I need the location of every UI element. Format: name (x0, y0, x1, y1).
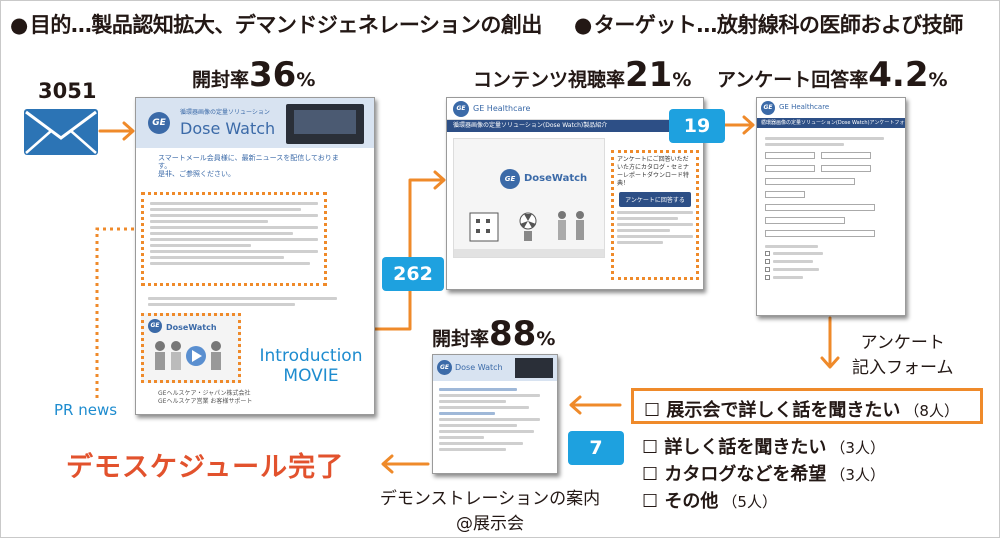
newsletter-screenshot: GE 循環器画像の定量ソリューション Dose Watch スマートメール会員様… (135, 97, 375, 415)
newsletter-intro-1: スマートメール会員様に、最新ニュースを配信しております。 (158, 154, 339, 170)
badge-viewers: 262 (382, 257, 444, 291)
survey-form-title: 循環器画像の定量ソリューション(Dose Watch)アンケートフォーム (757, 118, 905, 128)
ge-logo-icon: GE (148, 112, 170, 134)
survey-option-3: ☐ カタログなどを希望（3人） (642, 464, 885, 485)
demo-invite-screenshot: GE Dose Watch (432, 354, 558, 474)
ge-logo-icon: GE (453, 101, 469, 117)
checkbox-icon: ☐ (642, 464, 659, 485)
survey-form-screenshot: GE GE Healthcare 循環器画像の定量ソリューション(Dose Wa… (756, 97, 906, 316)
survey-option-1: ☐ 展示会で詳しく話を聞きたい（8人） (644, 400, 959, 421)
demo-complete-label: デモスケジュール完了 (66, 452, 345, 483)
email-count: 3051 (38, 79, 97, 103)
goal-heading: ●目的…製品認知拡大、デマンドジェネレーションの創出 (10, 13, 543, 37)
survey-option-2: ☐ 詳しく話を聞きたい（3人） (642, 437, 885, 458)
intro-movie-label: Introduction MOVIE (259, 346, 363, 386)
survey-form-label: アンケート 記入フォーム (852, 333, 954, 378)
ge-logo-small-icon: GE (148, 319, 162, 333)
ge-logo-icon: GE (761, 101, 775, 115)
newsletter-brand: Dose Watch (180, 119, 276, 138)
doctors-illustration-icon (155, 341, 221, 370)
newsletter-footer-2: GEヘルスケア営業 お客様サポート (158, 398, 253, 405)
survey-option-4: ☐ その他（5人） (642, 491, 777, 512)
answer-survey-button[interactable]: アンケートに回答する (619, 192, 691, 207)
checkbox-icon: ☐ (642, 437, 659, 458)
survey-form-fields (757, 128, 905, 286)
monitor-image (515, 358, 553, 378)
target-heading: ●ターゲット…放射線科の医師および技師 (574, 13, 964, 37)
video-page-screenshot: GE GE Healthcare 循環器画像の定量ソリューション(Dose Wa… (446, 97, 704, 290)
demo-invite-caption: デモンストレーションの案内 @展示会 (379, 489, 601, 534)
checkbox-icon: ☐ (644, 400, 661, 421)
hospital-illustration-icon (469, 211, 584, 242)
video-player[interactable]: GE DoseWatch (453, 138, 605, 258)
ge-logo-icon: GE (500, 169, 520, 189)
checkbox-icon: ☐ (642, 491, 659, 512)
envelope-icon (24, 109, 98, 155)
newsletter-intro-2: 是非、ご参照ください。 (158, 170, 235, 178)
target-text: ターゲット…放射線科の医師および技師 (593, 13, 964, 37)
badge-booked: 7 (568, 431, 624, 465)
metric-view-rate: コンテンツ視聴率21% (473, 55, 692, 95)
monitor-image (286, 104, 364, 144)
video-page-title: 循環器画像の定量ソリューション(Dose Watch)製品紹介 (447, 120, 703, 132)
newsletter-footer-1: GEヘルスケア・ジャパン株式会社 (158, 390, 251, 397)
survey-option-highlight: ☐ 展示会で詳しく話を聞きたい（8人） (631, 388, 983, 424)
survey-prompt-block: アンケートにご回答いただいた方にカタログ・セミナーレポートダウンロード特典！ ア… (611, 150, 699, 280)
badge-respondents: 19 (669, 109, 725, 143)
pr-news-leader (95, 227, 143, 398)
metric-open-rate-1: 開封率36% (192, 55, 316, 95)
goal-text: 目的…製品認知拡大、デマンドジェネレーションの創出 (29, 13, 543, 37)
newsletter-header: GE 循環器画像の定量ソリューション Dose Watch (136, 98, 374, 148)
intro-movie-thumbnail[interactable]: GE DoseWatch (141, 313, 241, 383)
pr-news-block (141, 192, 327, 286)
metric-survey-rate: アンケート回答率4.2% (717, 55, 948, 95)
metric-open-rate-2: 開封率88% (432, 314, 556, 354)
pr-news-label: PR news (54, 401, 118, 419)
ge-logo-icon: GE (437, 360, 452, 375)
